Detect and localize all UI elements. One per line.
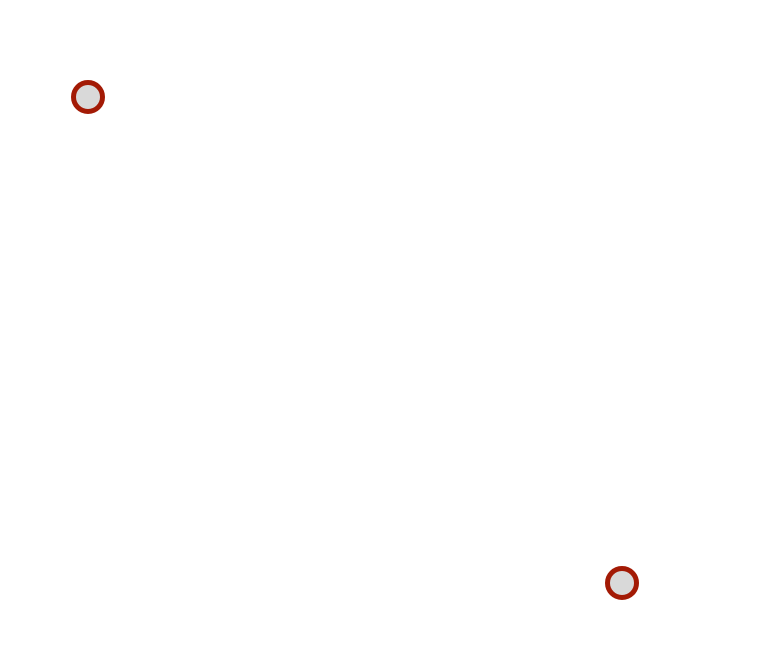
end-marker-icon[interactable] bbox=[605, 566, 639, 600]
start-marker-icon[interactable] bbox=[71, 80, 105, 114]
